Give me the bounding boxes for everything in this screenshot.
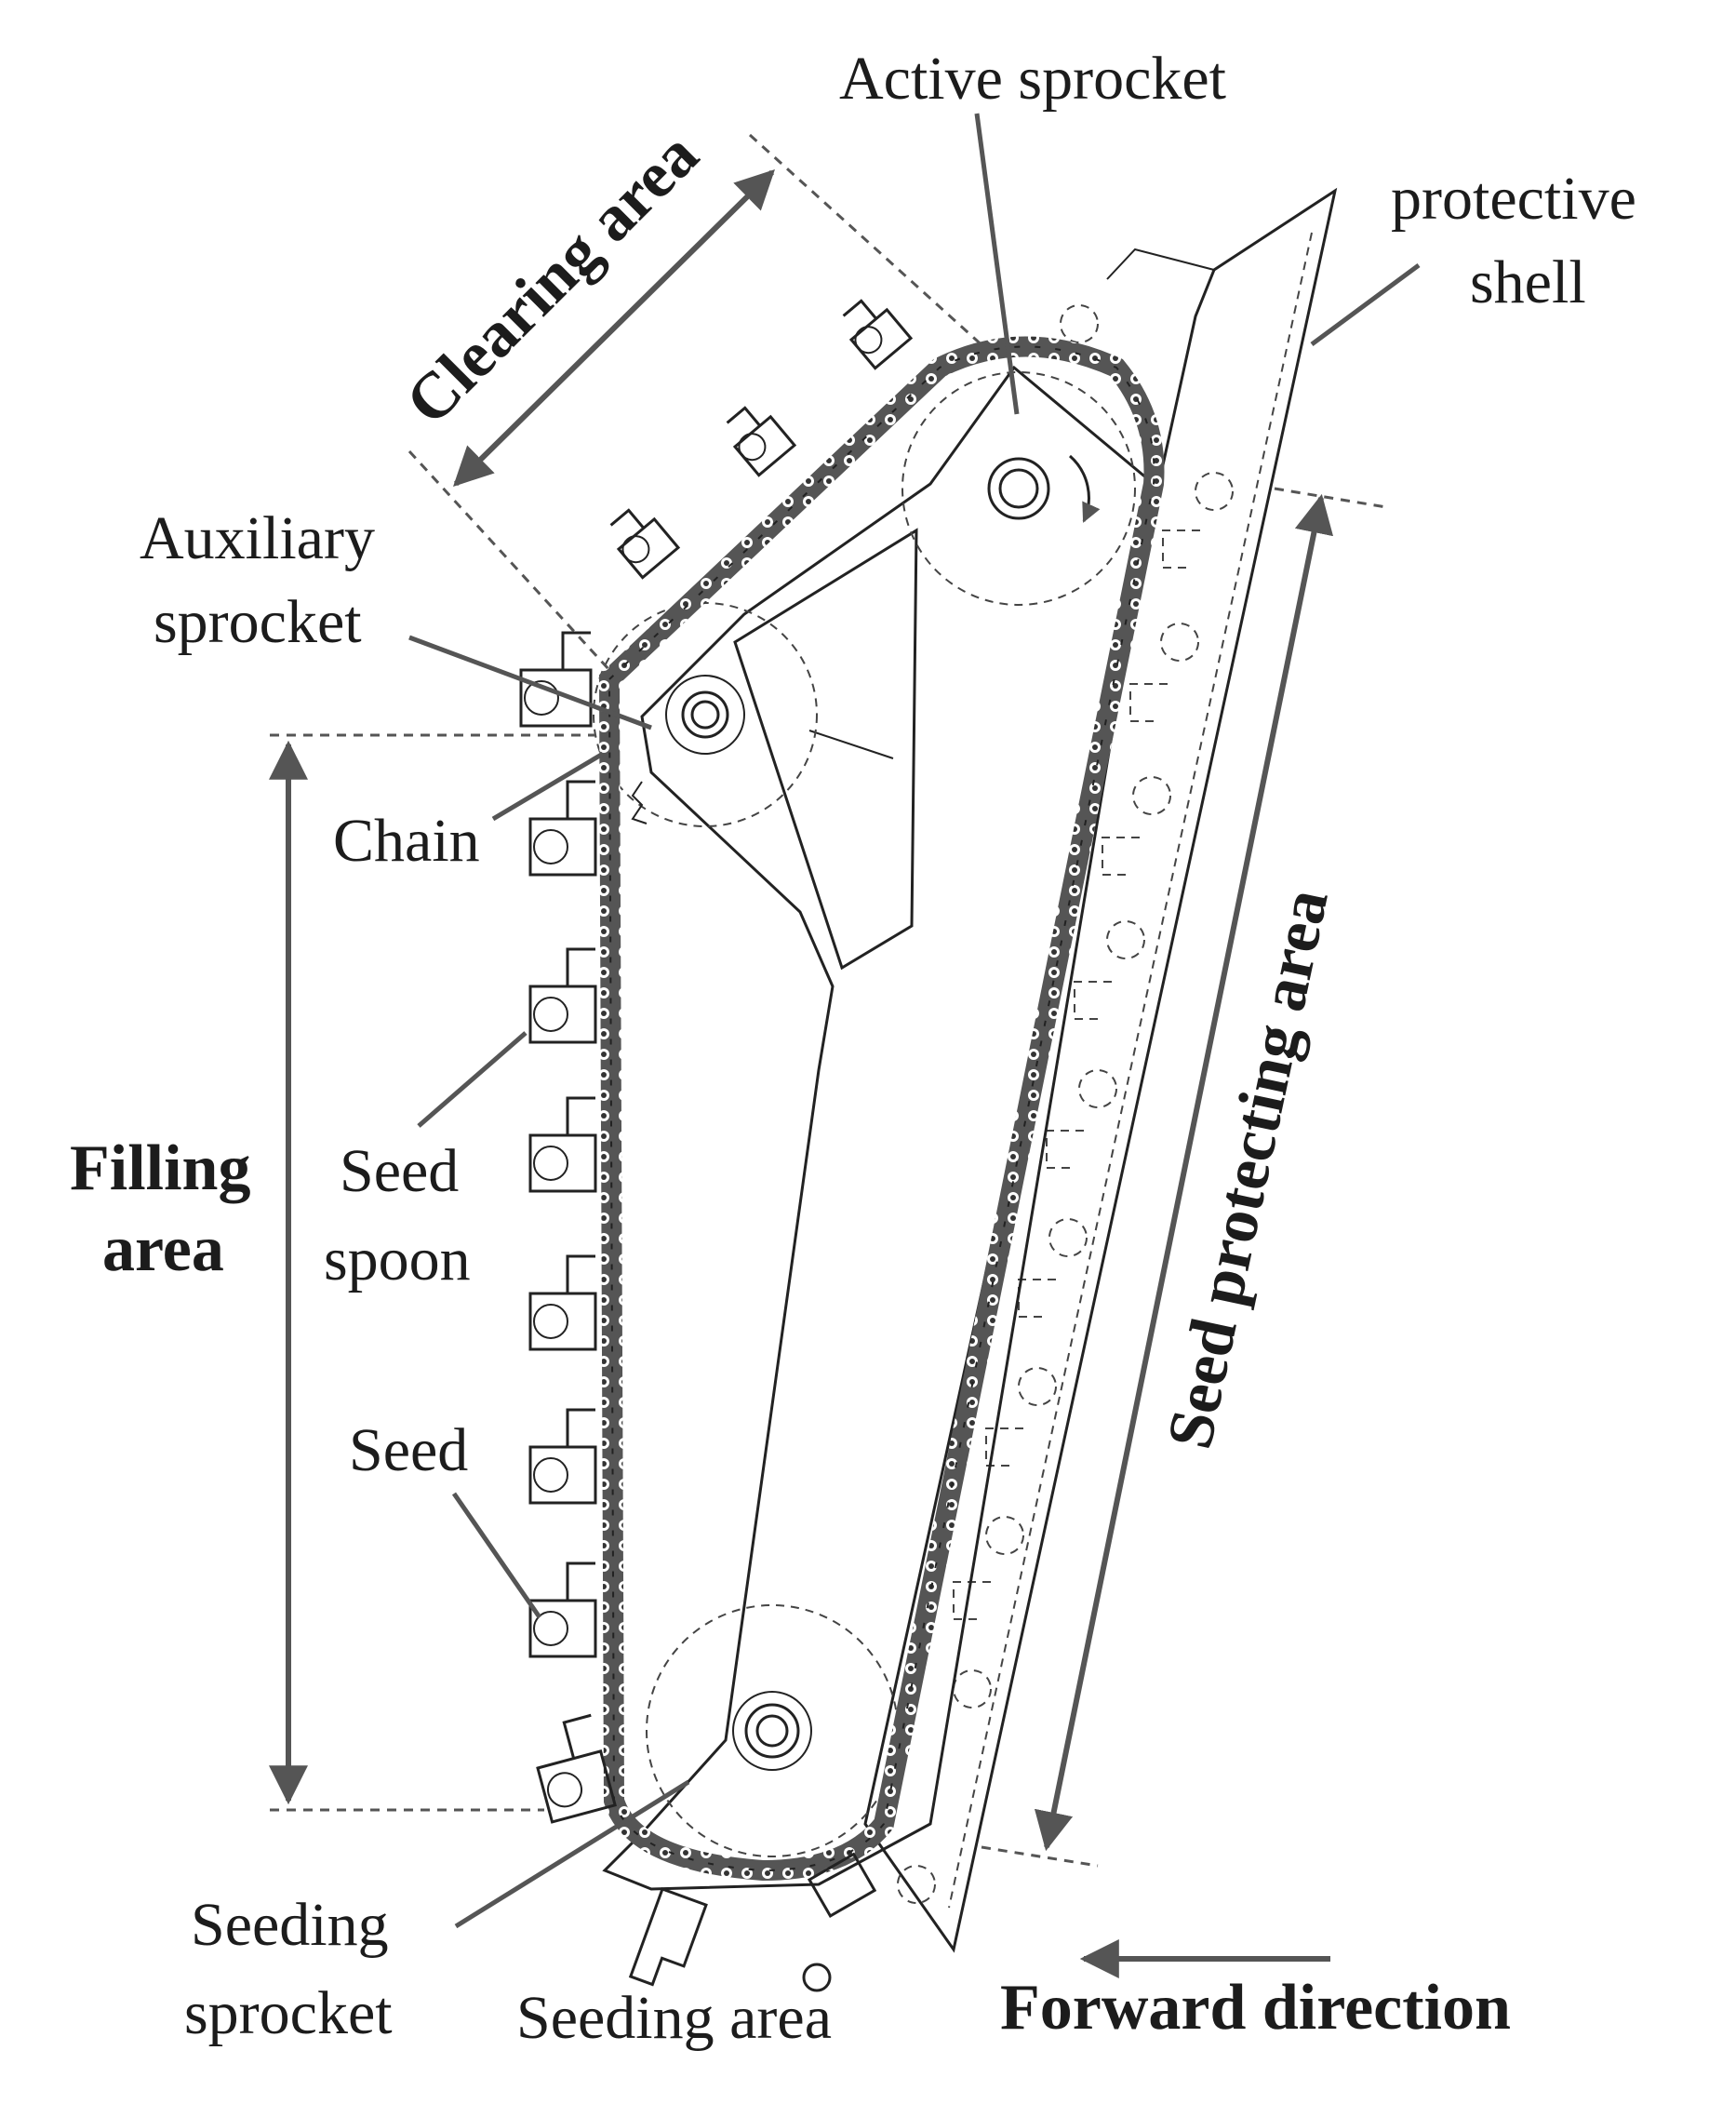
- label-seed-spoon-line1: Seed: [340, 1137, 459, 1205]
- dimension-arrows: [269, 169, 1334, 1978]
- seed-spoons: [519, 299, 914, 1987]
- seed-spoon: [842, 299, 914, 370]
- seed-spoon: [528, 947, 597, 1044]
- label-filling-area-line2: area: [102, 1213, 224, 1285]
- seed-spoon: [528, 1096, 597, 1193]
- label-seeding-area: Seeding area: [516, 1984, 832, 2052]
- seed-spoon: [536, 1713, 617, 1824]
- label-chain: Chain: [333, 807, 480, 875]
- frame-plate: [602, 365, 1155, 1891]
- seed-spoon: [519, 631, 593, 728]
- label-seeding-sprocket-line2: sprocket: [184, 1979, 393, 2047]
- seed-protecting-area-arrow: [1034, 493, 1334, 1852]
- clearing-area-arrow: [453, 169, 775, 487]
- seed-spoon: [628, 1887, 708, 1987]
- seed-spoon: [528, 1561, 597, 1658]
- label-seeding-sprocket-line1: Seeding: [191, 1891, 389, 1959]
- falling-seed: [802, 1963, 832, 1992]
- shell-seed-positions: [897, 304, 1234, 1904]
- seed-spoon: [528, 1408, 597, 1505]
- seed-spoon: [807, 1852, 877, 1919]
- label-auxiliary-sprocket-line1: Auxiliary: [140, 504, 375, 572]
- leader-lines: [408, 113, 1421, 1929]
- label-forward-direction: Forward direction: [1000, 1972, 1511, 2044]
- label-active-sprocket: Active sprocket: [839, 45, 1226, 113]
- seed-spoon: [726, 406, 797, 477]
- seed-spoon: [528, 780, 597, 877]
- label-protective-shell-line2: shell: [1470, 248, 1586, 316]
- active-sprocket: [901, 371, 1136, 606]
- seed-spoon: [609, 508, 681, 580]
- label-filling-area-line1: Filling: [70, 1132, 250, 1204]
- label-seed-spoon-line2: spoon: [324, 1226, 471, 1293]
- label-auxiliary-sprocket-line2: sprocket: [154, 588, 362, 656]
- label-seed: Seed: [349, 1416, 468, 1484]
- labels: Active sprocket protective shell Clearin…: [70, 45, 1636, 2052]
- auxiliary-sprocket: [593, 602, 818, 827]
- seeding-sprocket: [646, 1604, 899, 1857]
- seed-spoon: [528, 1254, 597, 1351]
- label-protective-shell-line1: protective: [1391, 165, 1636, 233]
- chain: [598, 336, 1165, 1882]
